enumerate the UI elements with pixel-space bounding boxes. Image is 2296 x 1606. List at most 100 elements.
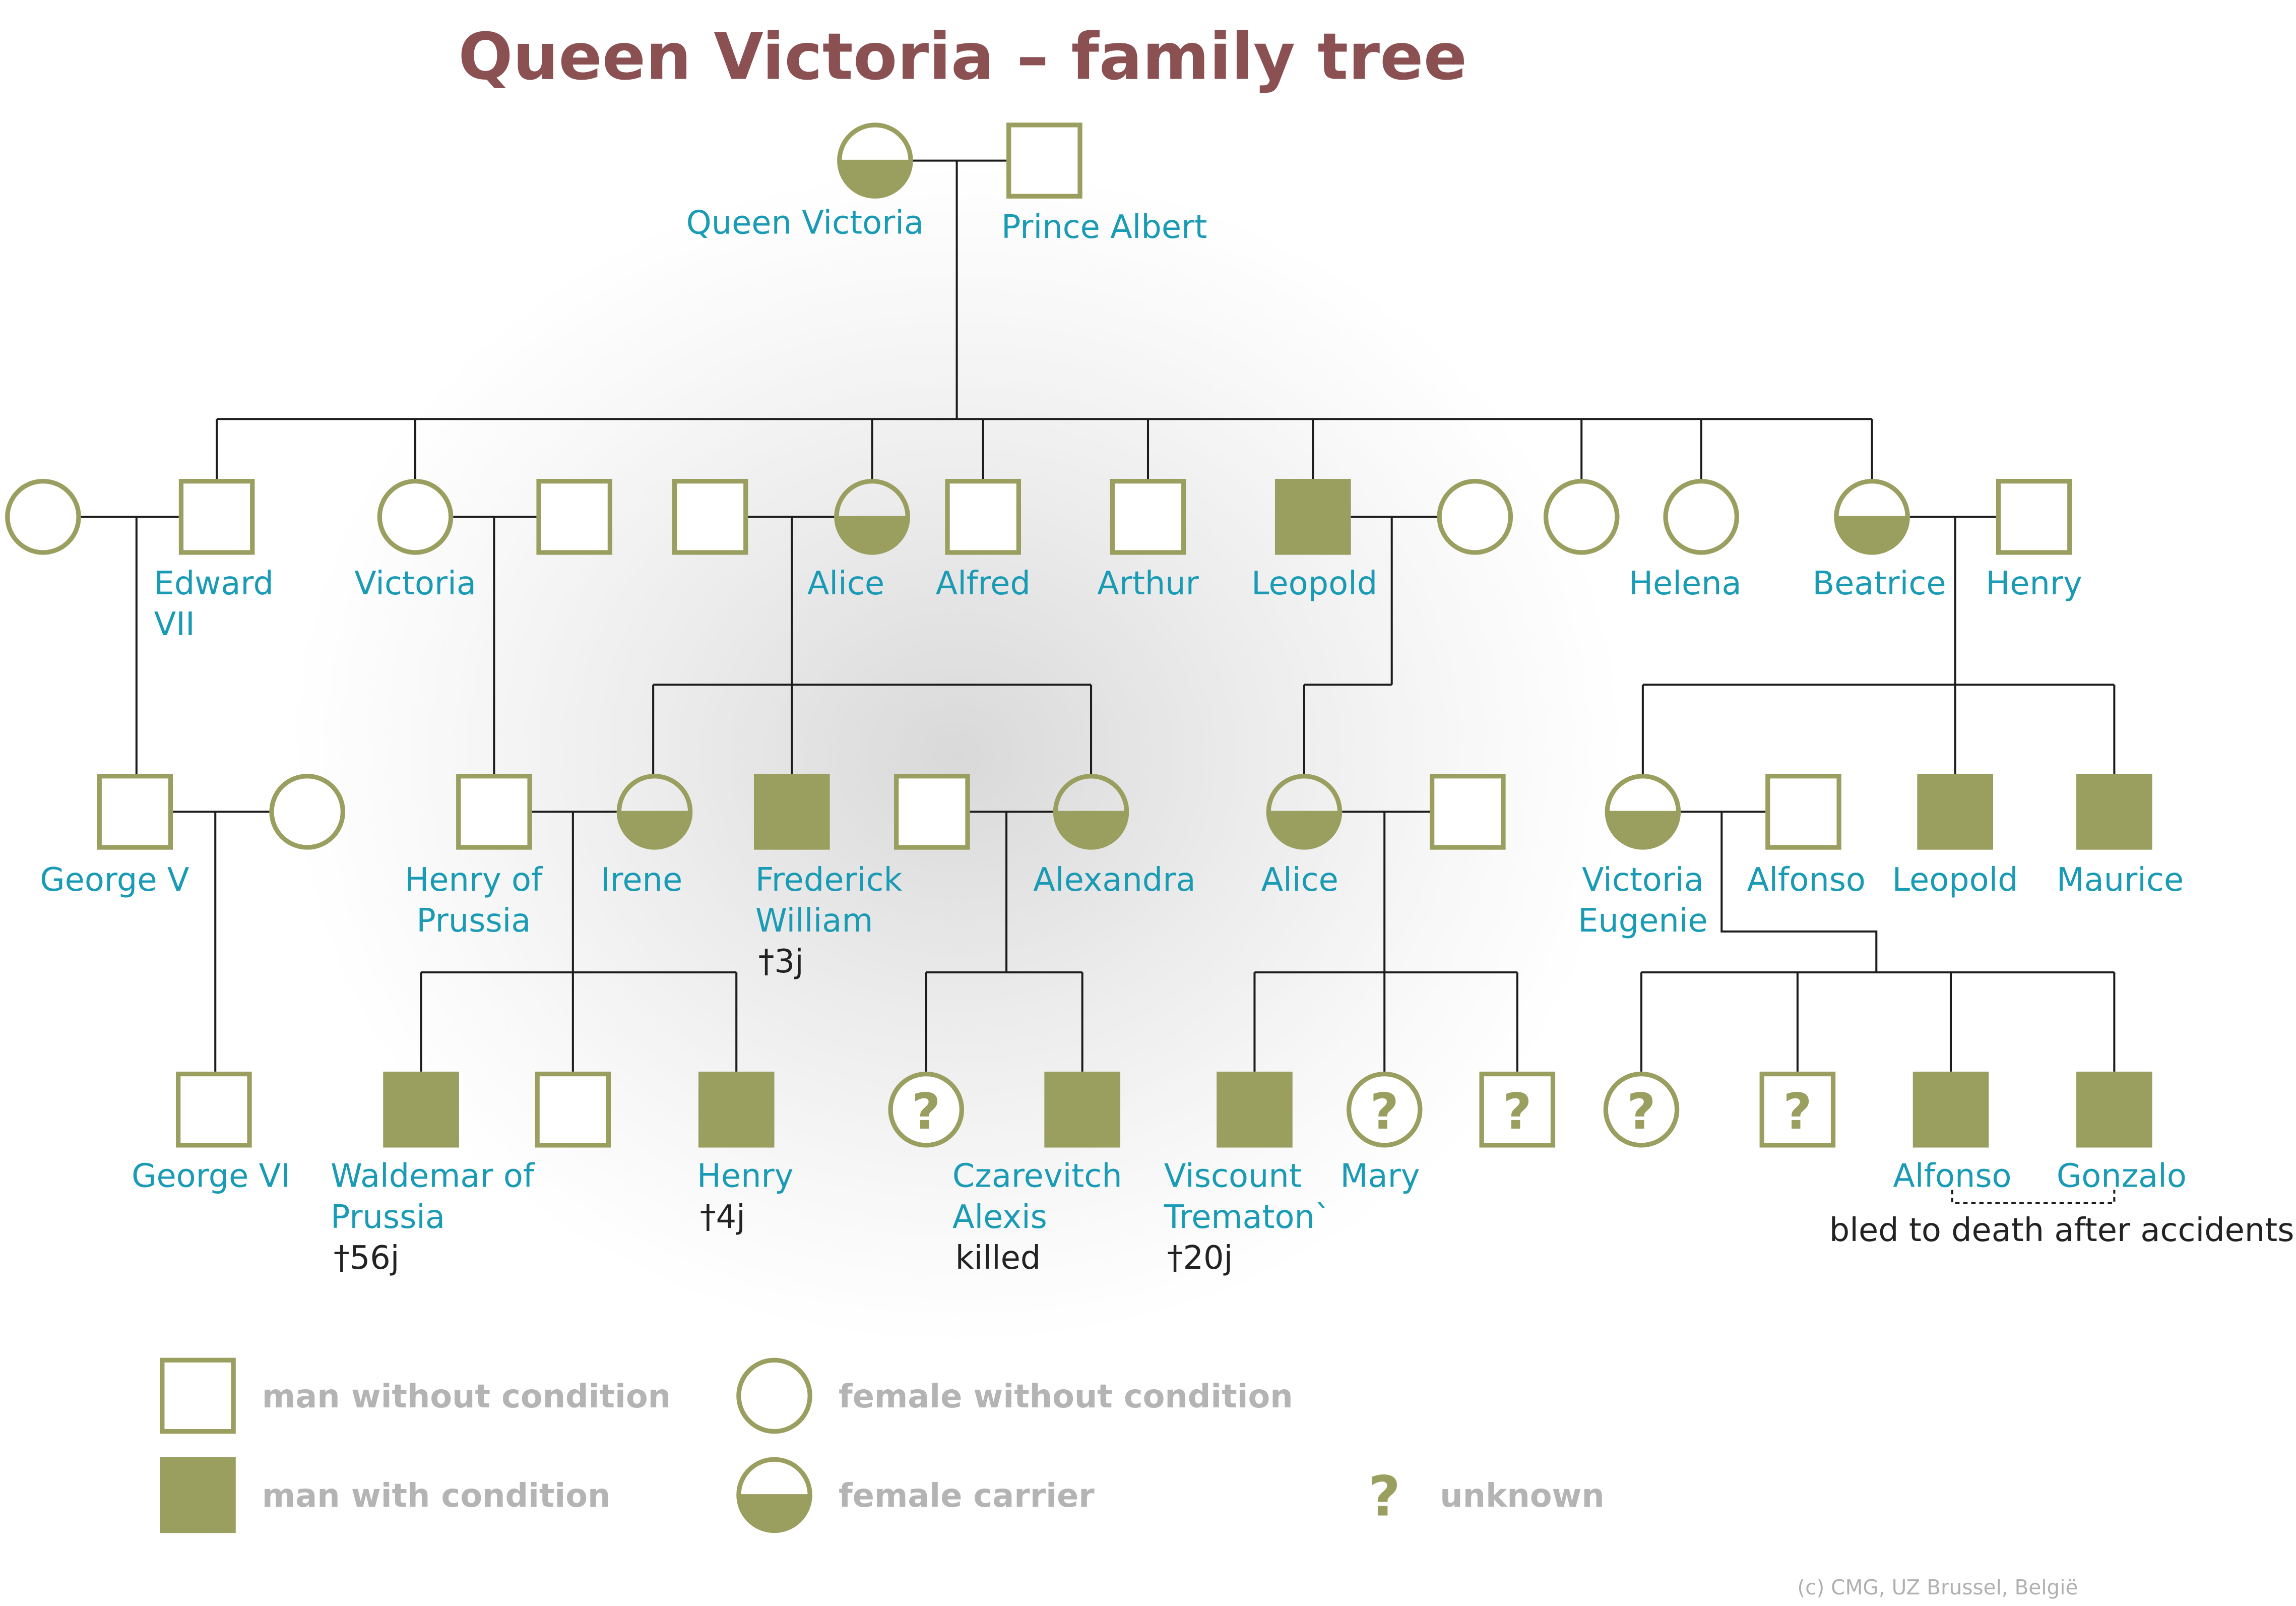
person-symbol-victoria-husband (536, 479, 613, 555)
person-note: †20j (1167, 1240, 1233, 1277)
male-square (1479, 1071, 1556, 1148)
affected-male-square (383, 1071, 459, 1148)
person-symbol-alfred (945, 479, 1022, 555)
relationship-line (1720, 812, 1878, 972)
person-name: Victoria (354, 565, 476, 602)
accident-note: bled to death after accidents (1829, 1212, 2294, 1249)
person-name: Alice (807, 565, 884, 602)
carrier-half-fill (1268, 812, 1340, 848)
carrier-half-fill (738, 1495, 810, 1531)
question-mark-icon: ? (1783, 1083, 1812, 1141)
person-name: George V (40, 861, 189, 899)
question-mark-icon: ? (1503, 1083, 1532, 1141)
person-symbol-alexandra-husband (894, 774, 970, 850)
male-square (1759, 1071, 1836, 1148)
legend-male-unaffected-icon (160, 1357, 236, 1434)
person-name: Prussia (331, 1199, 445, 1236)
female-circle (1543, 479, 1620, 555)
person-name: Leopold (1892, 861, 2018, 899)
female-circle (616, 774, 693, 850)
male-square (160, 1357, 236, 1434)
male-square (672, 479, 748, 555)
affected-male-square (1044, 1071, 1120, 1148)
person-symbol-unnamed-daughter (1543, 479, 1620, 555)
person-name: William (755, 902, 873, 940)
person-note: †4j (700, 1199, 745, 1236)
person-name: Trematon` (1164, 1199, 1331, 1236)
person-symbol-alfonso-xiii (1765, 774, 1841, 850)
affected-male-square (2076, 774, 2152, 850)
person-symbol-alice-jr-husband (1429, 774, 1506, 850)
legend-male-affected-icon (160, 1457, 236, 1533)
affected-male-square (160, 1457, 236, 1533)
person-symbol-spain-son: ? (1759, 1071, 1836, 1148)
female-circle (1346, 1071, 1423, 1148)
person-symbol-maurice (2076, 774, 2152, 850)
legend-label: unknown (1440, 1477, 1604, 1515)
person-symbol-alice-jr-son2: ? (1479, 1071, 1556, 1148)
affected-male-square (1917, 774, 1993, 850)
legend-female-unaffected-icon (736, 1357, 812, 1434)
person-symbol-alexandra-daughter: ? (888, 1071, 965, 1148)
person-symbol-alexandra (1053, 774, 1129, 850)
carrier-half-fill (1836, 517, 1908, 552)
person-name: VII (154, 606, 195, 643)
person-symbol-george-vi (176, 1071, 252, 1148)
female-circle (269, 774, 346, 850)
male-square (1765, 774, 1841, 850)
legend-unknown-icon: ? (1368, 1464, 1400, 1528)
credit-text: (c) CMG, UZ Brussel, België (1797, 1575, 2078, 1599)
person-symbol-alice-jr (1266, 774, 1343, 850)
affected-male-square (1912, 1071, 1989, 1148)
person-name: Henry of (405, 861, 543, 899)
person-name: Alice (1261, 861, 1338, 899)
person-note: killed (955, 1240, 1041, 1277)
person-name: Henry (697, 1158, 793, 1195)
person-name: Alexandra (1033, 861, 1195, 899)
relationship-lines (81, 159, 2116, 1072)
person-name: Alexis (952, 1199, 1047, 1236)
person-symbol-prussia-son2 (535, 1071, 611, 1148)
person-symbol-edward-wife (5, 479, 81, 555)
person-symbol-waldemar (383, 1071, 459, 1148)
person-symbol-irene (616, 774, 693, 850)
person-symbol-victoria (377, 479, 454, 555)
carrier-half-fill (619, 812, 690, 848)
person-symbol-george-v (97, 774, 173, 850)
female-circle (1663, 479, 1740, 555)
male-square (536, 479, 613, 555)
affected-male-square (698, 1071, 775, 1148)
affected-male-square (2076, 1071, 2152, 1148)
legend-label: man with condition (262, 1477, 610, 1515)
person-symbol-spain-daughter: ? (1603, 1071, 1680, 1148)
person-symbol-leopold-wife (1437, 479, 1513, 555)
male-square (894, 774, 970, 850)
person-symbol-gonzalo (2076, 1071, 2152, 1148)
carrier-half-fill (1607, 812, 1679, 848)
carrier-half-fill (836, 517, 908, 552)
female-circle (5, 479, 81, 555)
person-symbol-alice (834, 479, 910, 555)
person-name: George VI (132, 1158, 290, 1195)
person-name: Alfonso (1893, 1158, 2011, 1195)
legend-label: man without condition (262, 1378, 671, 1415)
person-symbol-queen-victoria (837, 122, 913, 199)
female-circle (377, 479, 454, 555)
person-symbol-victoria-eugenie (1605, 774, 1681, 850)
person-name: Mary (1341, 1158, 1420, 1195)
person-name: Queen Victoria (686, 204, 924, 241)
male-square (945, 479, 1022, 555)
person-name: Prussia (416, 902, 531, 940)
person-name: Eugenie (1578, 902, 1708, 940)
question-mark-icon: ? (1370, 1083, 1399, 1141)
person-name: Leopold (1251, 565, 1377, 602)
person-name: Czarevitch (952, 1158, 1122, 1195)
person-name: Prince Albert (1001, 209, 1207, 246)
male-square (1996, 479, 2072, 555)
female-circle (736, 1357, 812, 1434)
carrier-half-fill (1055, 812, 1127, 848)
legend-female-carrier-icon (736, 1457, 812, 1533)
